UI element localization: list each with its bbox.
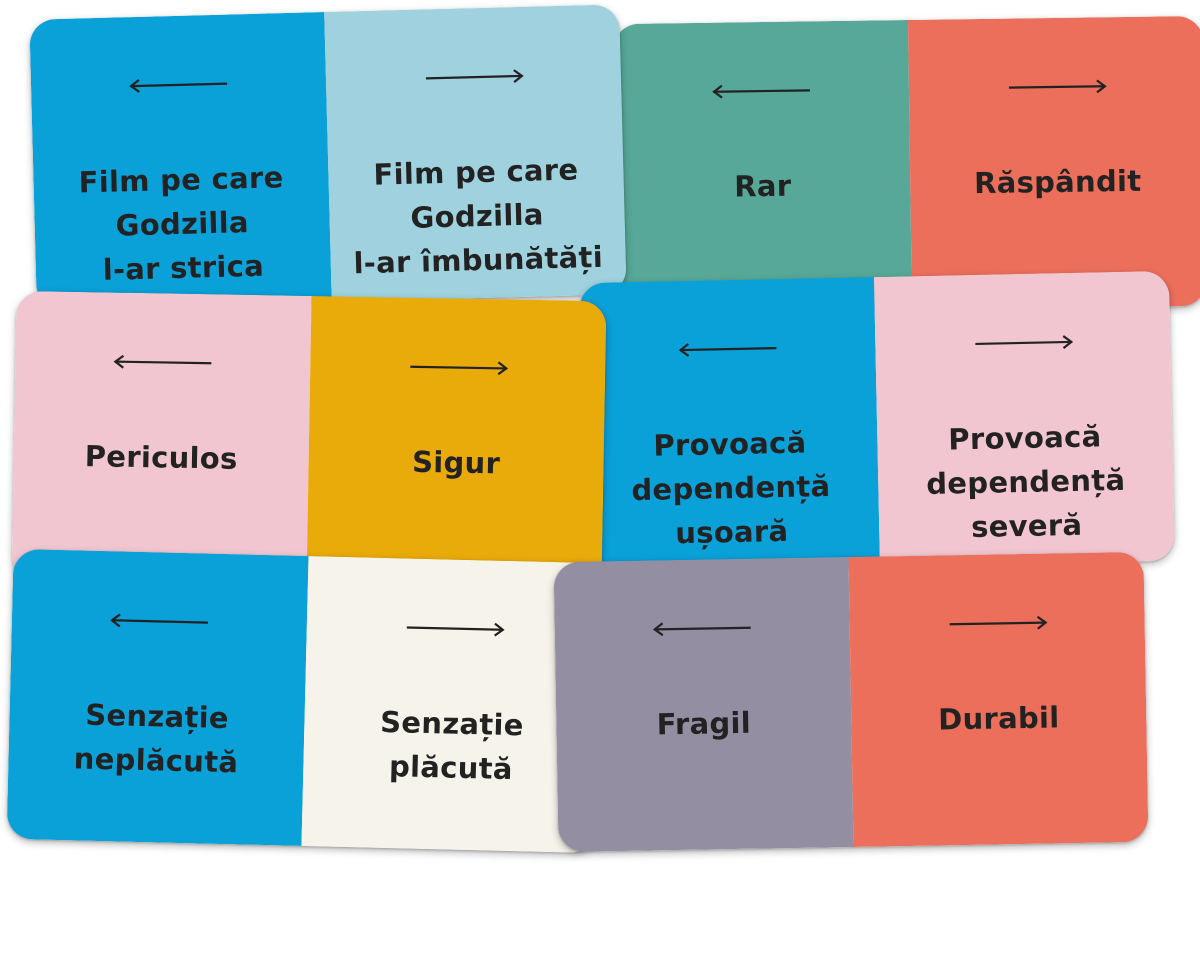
arrow-left-icon (109, 613, 208, 628)
card-right-half: Durabil (848, 551, 1149, 847)
card-left-half: Provoacă dependență ușoară (579, 277, 881, 574)
arrow-left-icon (113, 354, 211, 369)
card-left-label: Provoacă dependență ușoară (631, 425, 831, 551)
card-right-half: Răspândit (907, 15, 1200, 310)
card-right-half: Sigur (306, 296, 607, 592)
card-left-half: Film pe care Godzilla l-ar strica (29, 12, 332, 310)
arrow-right-icon (974, 335, 1073, 349)
card-right-half: Film pe care Godzilla l-ar îmbunătăți (324, 4, 627, 302)
card-godzilla[interactable]: Film pe care Godzilla l-ar strica Film p… (29, 4, 627, 310)
arrow-right-icon (409, 361, 508, 376)
card-right-half: Provoacă dependență severă (873, 270, 1175, 567)
card-left-half: Periculos (11, 290, 312, 586)
arrow-right-icon (949, 615, 1047, 630)
card-right-label: Senzație plăcută (379, 704, 525, 787)
card-left-half: Fragil (553, 557, 854, 853)
card-left-label: Periculos (84, 439, 238, 476)
arrow-right-icon (425, 69, 524, 83)
card-right-label: Provoacă dependență severă (925, 419, 1126, 545)
card-periculos-sigur[interactable]: Periculos Sigur (11, 290, 607, 592)
arrow-right-icon (1008, 79, 1107, 94)
arrow-right-icon (406, 622, 505, 637)
card-left-label: Rar (733, 168, 792, 204)
card-left-half: Rar (613, 20, 913, 315)
card-right-half: Senzație plăcută (301, 556, 604, 854)
card-left-label: Senzație neplăcută (73, 697, 239, 780)
card-right-label: Sigur (411, 444, 501, 481)
card-right-label: Răspândit (973, 163, 1142, 201)
arrow-left-icon (711, 84, 810, 99)
card-dependenta[interactable]: Provoacă dependență ușoară Provoacă depe… (579, 270, 1175, 574)
card-fragil-durabil[interactable]: Fragil Durabil (553, 551, 1149, 853)
arrow-left-icon (678, 343, 776, 357)
card-left-label: Fragil (656, 705, 752, 742)
card-left-label: Film pe care Godzilla l-ar strica (78, 160, 284, 287)
card-rar-raspandit[interactable]: Rar Răspândit (613, 15, 1200, 315)
card-right-label: Durabil (937, 700, 1060, 737)
card-right-label: Film pe care Godzilla l-ar îmbunătăți (353, 152, 604, 281)
card-left-half: Senzație neplăcută (6, 548, 309, 846)
arrow-left-icon (652, 622, 751, 637)
arrow-left-icon (128, 79, 227, 93)
card-senzatie[interactable]: Senzație neplăcută Senzație plăcută (6, 548, 604, 854)
